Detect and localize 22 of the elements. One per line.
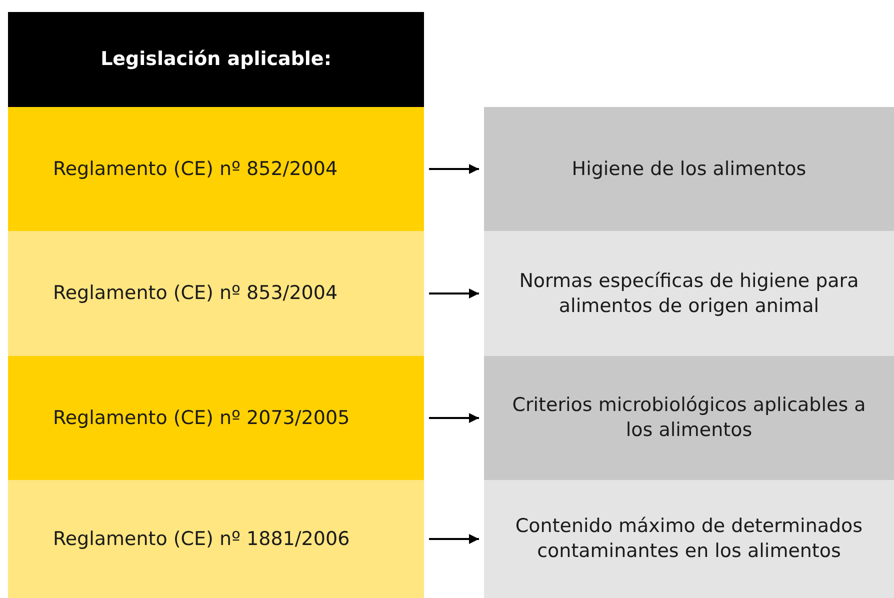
label: Reglamento (CE) nº 1881/2006 bbox=[53, 526, 350, 552]
label: Contenido máximo de determinados contaminantes en los alimentos bbox=[514, 514, 864, 564]
label: Reglamento (CE) nº 853/2004 bbox=[53, 281, 338, 306]
header-bar bbox=[8, 12, 424, 107]
arrow bbox=[429, 534, 479, 544]
arrow bbox=[429, 164, 479, 174]
arrow bbox=[429, 413, 479, 423]
text-panel bbox=[8, 107, 424, 231]
label: Reglamento (CE) nº 2073/2005 bbox=[53, 406, 350, 430]
label: Higiene de los alimentos bbox=[572, 156, 806, 182]
text-panel bbox=[8, 480, 424, 598]
text-panel bbox=[484, 356, 894, 480]
label: Criterios microbiológicos aplicables a los alimentos bbox=[511, 393, 867, 443]
arrow bbox=[429, 288, 479, 298]
text-panel bbox=[484, 107, 894, 231]
label: Normas específicas de higiene para alimentos de origen animal bbox=[518, 268, 860, 318]
text-panel bbox=[8, 231, 424, 356]
text-panel bbox=[8, 356, 424, 480]
label: Reglamento (CE) nº 852/2004 bbox=[53, 156, 338, 182]
heading: Legislación aplicable: bbox=[100, 47, 332, 72]
text-panel bbox=[484, 231, 894, 356]
text-panel bbox=[484, 480, 894, 598]
